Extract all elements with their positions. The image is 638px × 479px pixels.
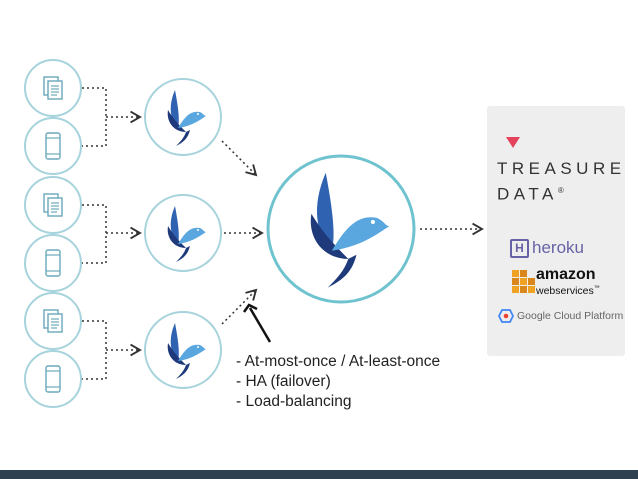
- note-item: - Load-balancing: [236, 393, 352, 410]
- gcp-logo: Google Cloud Platform: [498, 309, 623, 323]
- treasure-data-logo-icon: [506, 137, 520, 148]
- connector: [82, 87, 140, 147]
- forwarder-circle: [144, 194, 222, 272]
- source-connectors: [82, 87, 140, 380]
- smartphone-icon: [45, 249, 61, 277]
- document-stack-icon: [43, 193, 63, 217]
- forwarder-circle: [144, 311, 222, 389]
- aws-cubes-icon: [512, 270, 535, 293]
- google-cloud-icon: [498, 309, 514, 323]
- source-group-3: [24, 292, 82, 408]
- forwarder-circle: [144, 78, 222, 156]
- forwarder-3: [144, 311, 222, 389]
- heroku-badge-icon: H: [510, 238, 529, 258]
- connector: [82, 320, 140, 380]
- aggregator: [266, 154, 416, 304]
- smartphone-icon: [45, 132, 61, 160]
- document-stack-icon: [43, 76, 63, 100]
- source-group-2: [24, 176, 82, 292]
- gcp-label: Google Cloud Platform: [517, 310, 624, 322]
- destinations-panel: [487, 106, 625, 356]
- connector: [221, 288, 258, 325]
- registered-mark: ®: [557, 186, 564, 195]
- smartphone-icon: [45, 365, 61, 393]
- note-item: - At-most-once / At-least-once: [236, 353, 441, 370]
- aggregator-circle: [266, 154, 416, 304]
- aws-label-amazon: amazon: [536, 266, 596, 283]
- annotation-arrow: [242, 303, 272, 343]
- heroku-label: heroku: [532, 238, 584, 257]
- delivery-notes: - At-most-once / At-least-once - HA (fai…: [236, 352, 440, 412]
- aws-logo: amazon webservices™: [510, 266, 600, 303]
- forwarder-1: [144, 78, 222, 156]
- trademark: ™: [593, 285, 600, 292]
- treasure-data-line1: TREASURE: [497, 159, 626, 178]
- aws-label-webservices: webservices™: [536, 285, 600, 297]
- forwarder-connectors: [221, 140, 264, 325]
- source-group-1: [24, 59, 82, 175]
- treasure-data-line2: DATA: [497, 184, 558, 204]
- footer-bar: [0, 470, 638, 479]
- connector: [221, 140, 258, 177]
- treasure-data-wordmark: TREASURE DATA®: [497, 158, 626, 206]
- note-item: - HA (failover): [236, 373, 331, 390]
- connector: [82, 204, 140, 264]
- forwarder-2: [144, 194, 222, 272]
- heroku-logo: H heroku: [510, 238, 584, 258]
